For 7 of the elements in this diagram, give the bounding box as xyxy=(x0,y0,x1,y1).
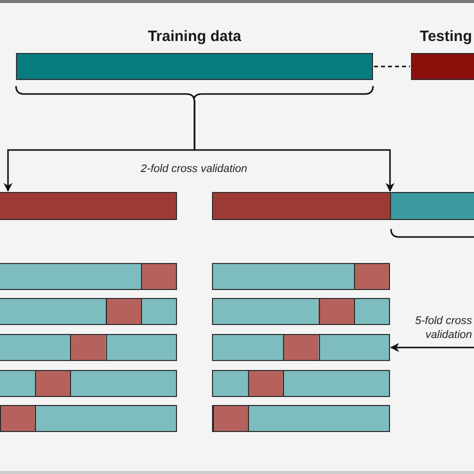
dashed-line xyxy=(374,66,410,68)
arrow xyxy=(194,100,394,192)
arrow xyxy=(390,343,474,352)
bar-heading: Training data xyxy=(146,28,242,45)
annotation-text: 5-fold cross validation xyxy=(414,314,472,342)
bar-heading: Testing xyxy=(420,28,472,45)
annotation-text: 2-fold cross validation xyxy=(140,162,248,176)
